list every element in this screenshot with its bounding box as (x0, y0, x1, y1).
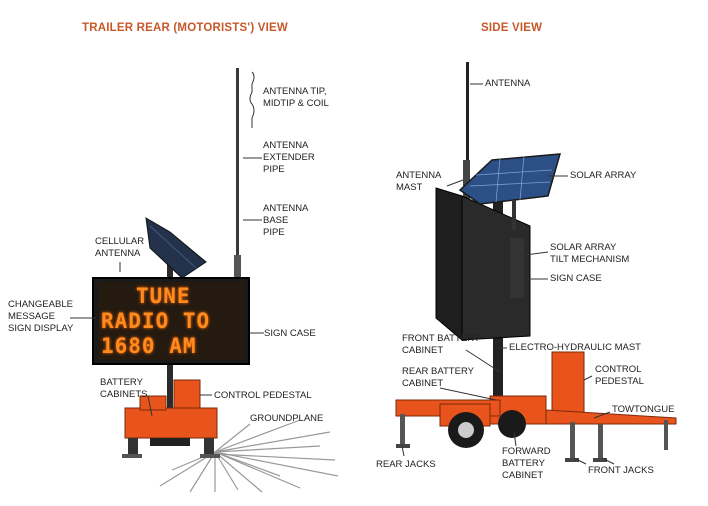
label-towtongue: TOWTONGUE (612, 404, 675, 415)
label-rear-control-pedestal: CONTROL PEDESTAL (214, 390, 312, 401)
rear-antenna (236, 68, 239, 278)
label-rear-battery-cabinet: REAR BATTERY CABINET (402, 366, 474, 389)
label-changeable-message-sign: CHANGEABLE MESSAGE SIGN DISPLAY (8, 299, 74, 334)
label-antenna-tip: ANTENNA TIP, MIDTIP & COIL (263, 86, 329, 109)
label-solar-tilt-mechanism: SOLAR ARRAY TILT MECHANISM (550, 242, 630, 265)
sign-message-line-3: 1680 AM (101, 334, 197, 358)
label-rear-sign-case: SIGN CASE (264, 328, 316, 339)
label-antenna-extender-pipe: ANTENNA EXTENDER PIPE (263, 140, 315, 175)
sign-message-line-1: TUNE (136, 284, 191, 308)
sign-message-line-2: RADIO TO (101, 309, 211, 333)
label-cellular-antenna: CELLULAR ANTENNA (95, 236, 145, 259)
label-antenna-mast: ANTENNA MAST (396, 170, 442, 193)
rear-solar-panel (145, 217, 207, 279)
side-view-title: SIDE VIEW (481, 22, 543, 34)
label-groundplane: GROUNDPLANE (250, 413, 324, 424)
label-side-control-pedestal: CONTROL PEDESTAL (595, 364, 644, 387)
rear-view-title: TRAILER REAR (MOTORISTS') VIEW (82, 22, 288, 34)
label-solar-array: SOLAR ARRAY (570, 170, 637, 181)
side-solar-array (458, 153, 562, 230)
label-rear-jacks: REAR JACKS (376, 459, 436, 470)
label-antenna-base-pipe: ANTENNA BASE PIPE (263, 203, 309, 238)
label-side-antenna: ANTENNA (485, 78, 531, 89)
label-battery-cabinets: BATTERY CABINETS (100, 377, 148, 400)
label-electro-hydraulic-mast: ELECTRO-HYDRAULIC MAST (509, 342, 641, 353)
side-antenna (466, 62, 469, 182)
label-front-jacks: FRONT JACKS (588, 465, 654, 476)
label-forward-battery-cabinet: FORWARD BATTERY CABINET (502, 446, 551, 481)
label-front-battery-cabinet: FRONT BATTERY CABINET (402, 333, 481, 356)
label-side-sign-case: SIGN CASE (550, 273, 602, 284)
groundplane-wires (159, 419, 339, 493)
